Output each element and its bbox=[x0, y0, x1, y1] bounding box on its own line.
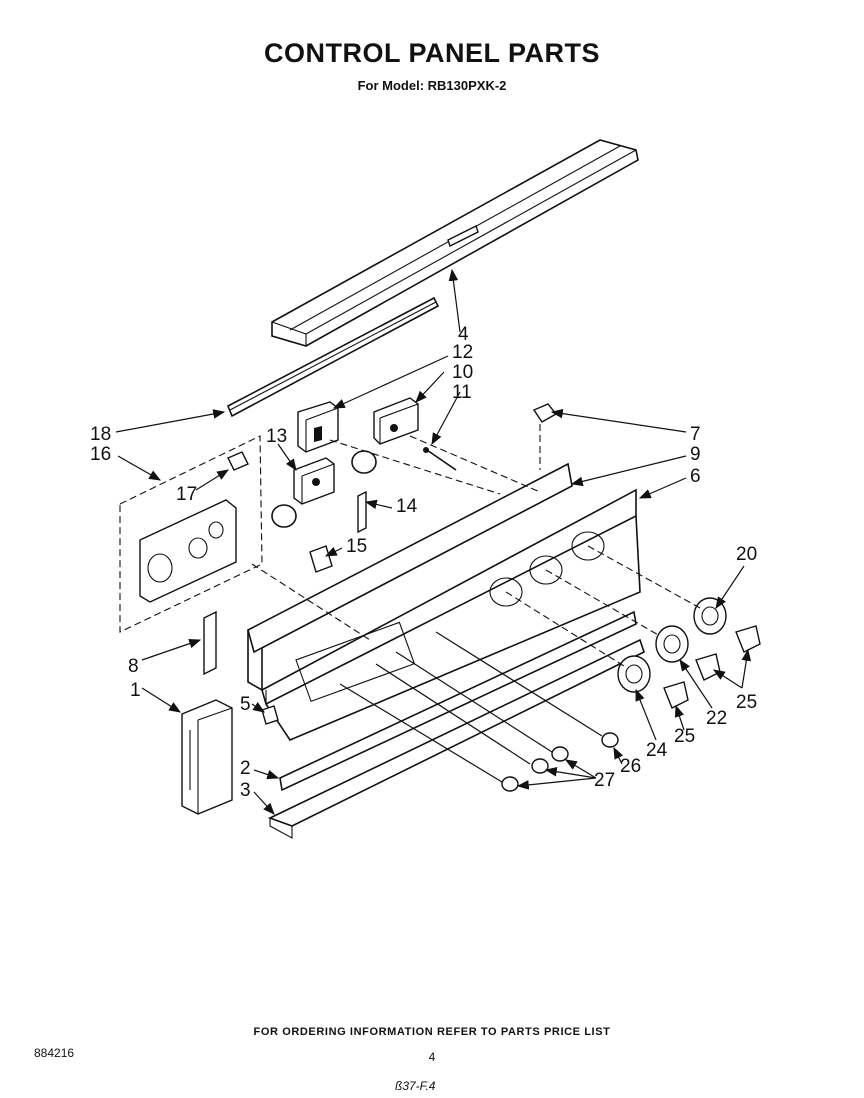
callout-16: 16 bbox=[90, 444, 111, 465]
switch-right bbox=[373, 397, 419, 445]
callout-4: 4 bbox=[458, 324, 469, 345]
callout-7: 7 bbox=[690, 424, 701, 445]
front-console-panel bbox=[261, 488, 641, 741]
callout-2: 2 bbox=[240, 758, 251, 779]
top-trim-channel bbox=[271, 139, 639, 347]
ordering-note: FOR ORDERING INFORMATION REFER TO PARTS … bbox=[253, 1026, 611, 1038]
switch-lower bbox=[293, 457, 335, 505]
ring-upper bbox=[351, 450, 377, 474]
callout-27: 27 bbox=[594, 770, 615, 791]
lower-trim bbox=[267, 610, 645, 839]
page-number: 4 bbox=[428, 1050, 436, 1064]
callout-3: 3 bbox=[240, 780, 251, 801]
switch-upper bbox=[297, 401, 339, 453]
document-number: 884216 bbox=[34, 1046, 75, 1060]
mounting-bracket bbox=[203, 610, 217, 676]
callout-11: 11 bbox=[452, 382, 472, 403]
handwritten-note: ß37-F.4 bbox=[395, 1079, 436, 1093]
clip-5 bbox=[261, 705, 279, 725]
callout-5: 5 bbox=[240, 694, 251, 715]
callout-8: 8 bbox=[128, 656, 139, 677]
callout-9: 9 bbox=[690, 444, 701, 465]
callout-6: 6 bbox=[690, 466, 701, 487]
callout-15: 15 bbox=[346, 536, 367, 557]
model-subtitle: For Model: RB130PXK-2 bbox=[357, 78, 507, 93]
ring-lower bbox=[271, 504, 297, 528]
callout-25-left: 25 bbox=[674, 726, 695, 747]
clip bbox=[309, 545, 333, 573]
callout-17: 17 bbox=[176, 484, 197, 505]
callout-22: 22 bbox=[706, 708, 727, 729]
callout-1: 1 bbox=[130, 680, 141, 701]
callout-10: 10 bbox=[452, 362, 473, 383]
nut-set bbox=[501, 732, 619, 792]
page-title: CONTROL PANEL PARTS bbox=[263, 38, 601, 68]
callout-18: 18 bbox=[90, 424, 111, 445]
callout-14: 14 bbox=[396, 496, 418, 517]
callout-24: 24 bbox=[646, 740, 668, 761]
end-cap bbox=[181, 699, 233, 815]
callout-26: 26 bbox=[620, 756, 641, 777]
bracket bbox=[357, 490, 367, 534]
timer-assembly bbox=[119, 435, 263, 633]
timer-knob bbox=[227, 451, 249, 471]
wire-harness bbox=[423, 447, 457, 471]
clip-top bbox=[532, 403, 558, 423]
callout-13: 13 bbox=[266, 426, 287, 447]
callout-20: 20 bbox=[736, 544, 757, 565]
callout-12: 12 bbox=[452, 342, 473, 363]
trim-strip bbox=[226, 296, 440, 418]
callout-25-right: 25 bbox=[736, 692, 757, 713]
